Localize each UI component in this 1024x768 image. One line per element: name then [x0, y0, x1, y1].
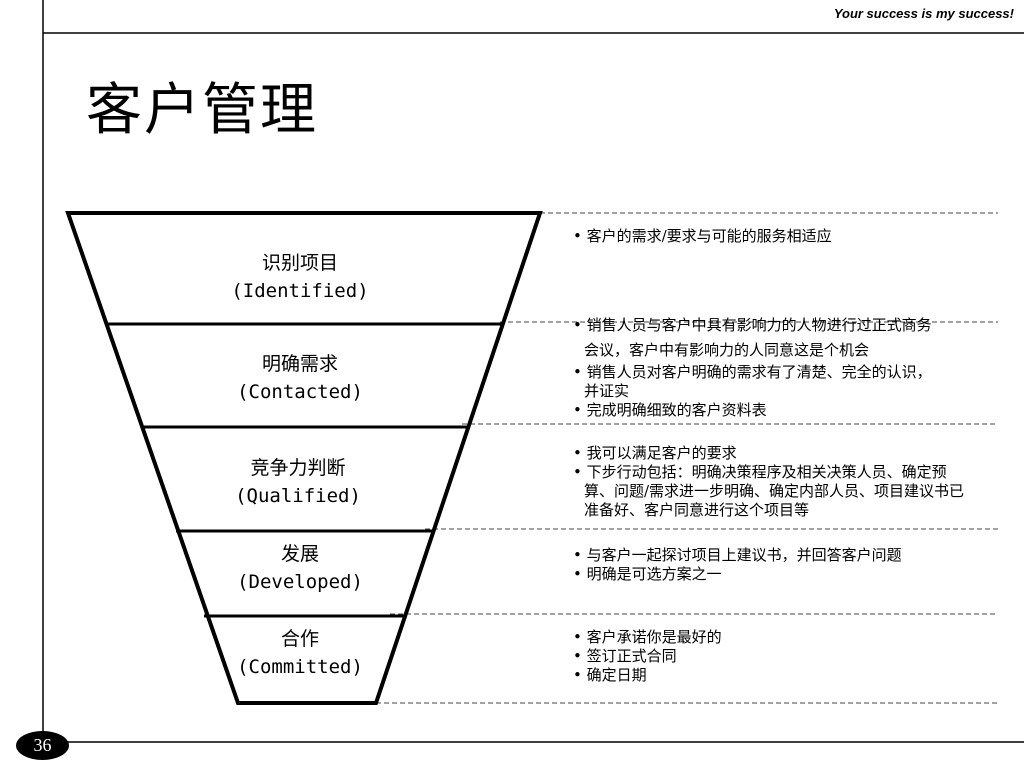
stage-name-cn: 发展	[280, 543, 319, 565]
page-title: 客户管理	[86, 78, 318, 143]
bullet-item: • 销售人员对客户明确的需求有了清楚、完全的认识，并证实	[573, 363, 932, 400]
bullet-item: • 客户承诺你是最好的	[573, 628, 722, 646]
funnel-stage-developed: 发展 (Developed)	[150, 540, 450, 596]
stage-name-en: (Qualified)	[235, 485, 361, 507]
bullet-item: • 明确是可选方案之一	[573, 565, 722, 583]
stage-name-en: (Identified)	[231, 280, 369, 302]
funnel-stage-qualified: 竞争力判断 (Qualified)	[148, 454, 448, 510]
bullet-item: • 下步行动包括：明确决策程序及相关决策人员、确定预算、问题/需求进一步明确、确…	[573, 463, 965, 519]
bullet-item: • 客户的需求/要求与可能的服务相适应	[573, 227, 832, 245]
bullet-item: • 签订正式合同	[573, 647, 677, 665]
bullet-item: • 确定日期	[573, 666, 647, 684]
bullet-item: • 与客户一起探讨项目上建议书，并回答客户问题	[573, 546, 902, 564]
header-tagline: Your success is my success!	[833, 6, 1014, 21]
bullet-item: • 我可以满足客户的要求	[573, 444, 737, 462]
stage-name-cn: 合作	[280, 628, 319, 650]
funnel	[65, 211, 543, 705]
stage-description-identified: • 客户的需求/要求与可能的服务相适应	[573, 227, 953, 246]
funnel-stage-identified: 识别项目 (Identified)	[150, 249, 450, 305]
stage-description-qualified: • 我可以满足客户的要求 • 下步行动包括：明确决策程序及相关决策人员、确定预算…	[573, 444, 965, 520]
stage-name-cn: 明确需求	[261, 353, 338, 375]
funnel-stage-committed: 合作 (Committed)	[150, 625, 450, 681]
stage-name-en: (Contacted)	[237, 381, 363, 403]
stage-name-cn: 识别项目	[261, 252, 338, 274]
stage-description-committed: • 客户承诺你是最好的 • 签订正式合同 • 确定日期	[573, 628, 953, 685]
bullet-item: • 销售人员与客户中具有影响力的人物进行过正式商务会议，客户中有影响力的人同意这…	[573, 316, 932, 359]
page-number-badge: 36	[16, 731, 69, 760]
funnel-outline	[65, 211, 543, 705]
stage-description-developed: • 与客户一起探讨项目上建议书，并回答客户问题 • 明确是可选方案之一	[573, 546, 973, 584]
bullet-item: • 完成明确细致的客户资料表	[573, 401, 767, 419]
stage-name-cn: 竞争力判断	[250, 457, 346, 479]
stage-description-contacted: • 销售人员与客户中具有影响力的人物进行过正式商务会议，客户中有影响力的人同意这…	[573, 313, 945, 420]
dashed-separators	[360, 212, 998, 704]
stage-name-en: (Developed)	[237, 571, 363, 593]
funnel-stage-contacted: 明确需求 (Contacted)	[150, 350, 450, 406]
stage-name-en: (Committed)	[237, 656, 363, 678]
